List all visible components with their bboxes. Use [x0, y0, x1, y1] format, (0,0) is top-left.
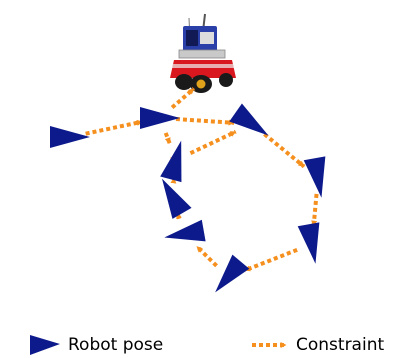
legend-constraint-label: Constraint: [296, 335, 385, 355]
constraint-edges: [85, 87, 319, 273]
constraint-edge: [189, 129, 237, 155]
robot-pose-node: [297, 222, 320, 264]
robot-pose-node: [229, 103, 269, 136]
legend-robot-pose-label: Robot pose: [68, 335, 164, 355]
robot-pose-node: [164, 219, 206, 242]
legend: [30, 335, 287, 355]
robot-image: [170, 13, 236, 93]
robot-pose-node: [50, 126, 90, 148]
robot-pose-node: [162, 178, 192, 219]
constraint-edge: [170, 87, 196, 110]
robot-pose-node: [215, 254, 250, 293]
constraint-edge: [163, 132, 172, 144]
constraint-edge: [244, 247, 298, 273]
constraint-edge: [85, 119, 143, 136]
constraint-edge: [263, 132, 306, 169]
robot-pose-nodes: [50, 103, 326, 293]
robot-pose-legend-icon: [30, 335, 60, 355]
constraint-edge: [195, 245, 218, 268]
constraint-edge: [175, 212, 182, 220]
constraint-edge: [175, 117, 235, 126]
constraint-edge: [311, 193, 319, 227]
robot-pose-node: [160, 140, 182, 183]
robot-pose-node: [303, 156, 326, 198]
robot-pose-node: [140, 107, 180, 129]
